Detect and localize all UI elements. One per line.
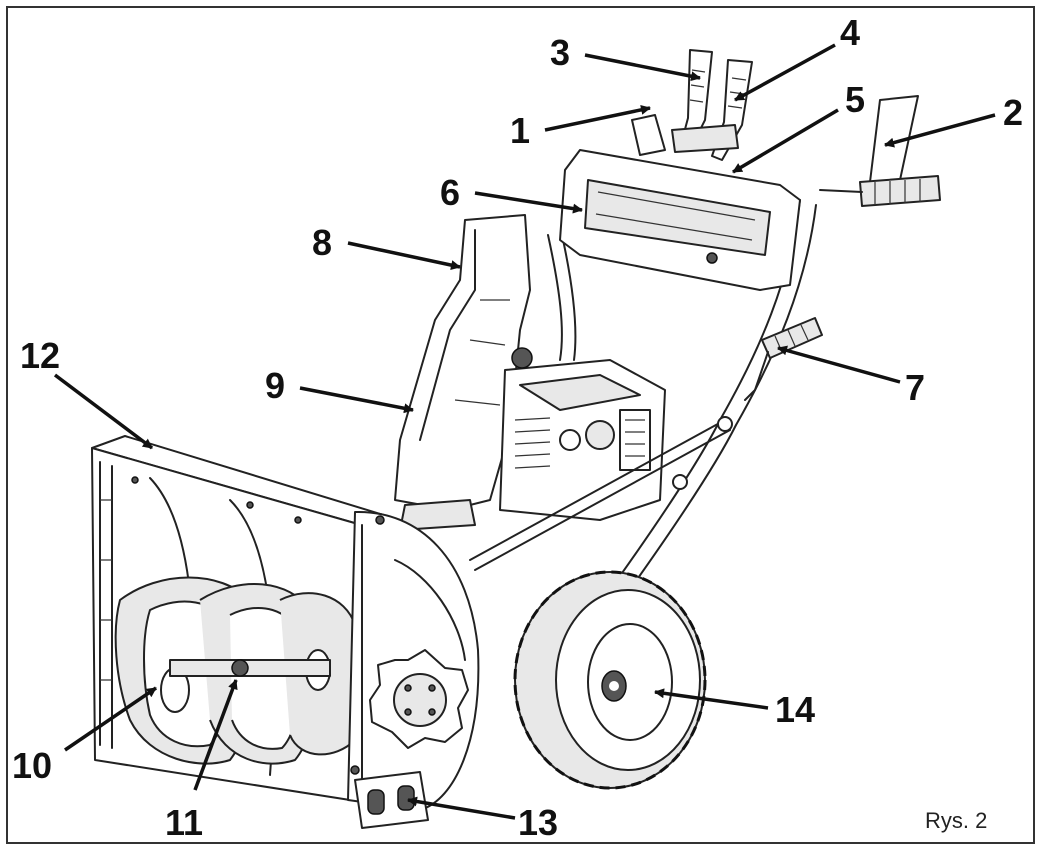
arrow-11 [193, 679, 238, 791]
callout-arrows [53, 43, 996, 820]
arrow-3 [584, 53, 701, 82]
callout-9: 9 [265, 365, 285, 406]
callout-10: 10 [12, 745, 52, 786]
callout-11: 11 [165, 802, 203, 843]
arrow-13 [407, 796, 516, 820]
callout-2: 2 [1003, 92, 1023, 133]
arrow-2 [884, 113, 996, 148]
callout-7: 7 [905, 367, 925, 408]
figure-caption: Rys. 2 [925, 808, 987, 833]
callout-5: 5 [845, 79, 865, 120]
callout-1: 1 [510, 110, 530, 151]
callout-6: 6 [440, 172, 460, 213]
discharge-chute [394, 214, 531, 531]
right-lever-grip [744, 317, 823, 401]
arrow-14 [654, 688, 769, 710]
right-handle-grip [819, 95, 941, 207]
arrow-7 [777, 345, 901, 384]
arrow-9 [299, 386, 414, 414]
control-levers [631, 49, 753, 161]
arrow-6 [474, 191, 583, 214]
side-sprocket [369, 649, 469, 749]
callout-13: 13 [518, 802, 558, 843]
arrow-8 [347, 241, 461, 271]
augers [114, 576, 356, 765]
arrow-10 [64, 686, 157, 752]
right-wheel [513, 570, 707, 790]
callout-8: 8 [312, 222, 332, 263]
arrow-12 [53, 373, 154, 450]
control-panel [559, 149, 801, 291]
control-rods [469, 416, 733, 571]
callout-14: 14 [775, 689, 815, 730]
callout-12: 12 [20, 335, 60, 376]
arrow-4 [734, 43, 836, 102]
arrow-1 [544, 104, 651, 132]
callout-4: 4 [840, 12, 860, 53]
engine [499, 347, 666, 521]
arrow-5 [732, 108, 839, 174]
callout-3: 3 [550, 32, 570, 73]
callout-labels: 1 2 3 4 5 6 7 8 9 10 11 12 13 14 [12, 12, 1023, 843]
